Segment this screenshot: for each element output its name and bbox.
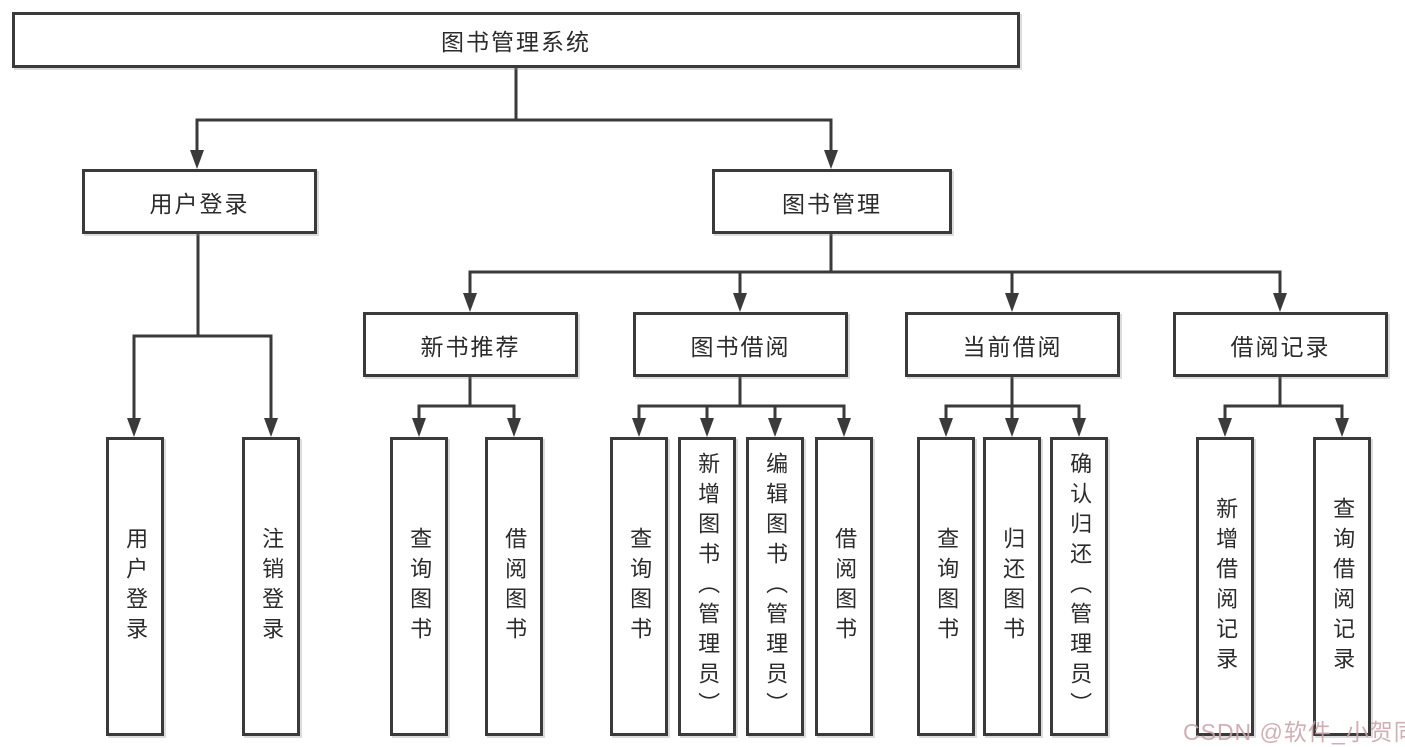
arrow-down-icon — [1005, 418, 1019, 437]
arrow-down-icon — [1072, 418, 1086, 437]
node-label: 归还图书 — [1000, 526, 1026, 647]
arrow-down-icon — [939, 418, 953, 437]
node-label: 查询借阅记录 — [1330, 496, 1356, 677]
node-label: 查询图书 — [934, 526, 960, 647]
node-leaf-query-borrow-record: 查询借阅记录 — [1313, 437, 1371, 736]
node-label: 图书管理 — [782, 190, 882, 217]
node-label: 用户登录 — [123, 526, 149, 647]
arrow-down-icon — [1335, 418, 1349, 437]
node-book-borrowing: 图书借阅 — [633, 312, 848, 377]
node-label: 新增图书（管理员） — [695, 451, 721, 722]
node-label: 编辑图书（管理员） — [763, 451, 789, 722]
arrow-down-icon — [1218, 418, 1232, 437]
node-label: 借阅记录 — [1230, 333, 1331, 360]
arrow-down-icon — [768, 418, 782, 437]
node-leaf-logout: 注销登录 — [242, 437, 300, 736]
arrow-down-icon — [700, 418, 714, 437]
node-new-book-recommendation: 新书推荐 — [363, 312, 578, 377]
node-label: 新书推荐 — [420, 333, 521, 360]
node-label: 查询图书 — [627, 526, 653, 647]
node-label: 注销登录 — [259, 526, 285, 647]
node-leaf-return-books: 归还图书 — [983, 437, 1041, 736]
node-borrowing-records: 借阅记录 — [1173, 312, 1388, 377]
connector-root-to-level2 — [190, 66, 838, 169]
arrow-down-icon — [412, 418, 426, 437]
connector-user-login-children — [127, 232, 278, 437]
arrow-down-icon — [507, 418, 521, 437]
node-user-login: 用户登录 — [82, 169, 317, 234]
node-book-management: 图书管理 — [712, 169, 952, 234]
arrow-down-icon — [1005, 293, 1019, 312]
node-leaf-add-borrow-record: 新增借阅记录 — [1196, 437, 1254, 736]
connector-book-borrow-children — [632, 375, 851, 437]
node-label: 确认归还（管理员） — [1067, 451, 1093, 722]
node-leaf-query-books-recommend: 查询图书 — [390, 437, 448, 736]
node-leaf-borrow-books: 借阅图书 — [815, 437, 873, 736]
node-leaf-confirm-return-admin: 确认归还（管理员） — [1050, 437, 1108, 736]
arrow-down-icon — [127, 418, 141, 437]
connector-new-book-children — [412, 375, 521, 437]
arrow-down-icon — [837, 418, 851, 437]
node-label: 当前借阅 — [962, 333, 1063, 360]
arrow-down-icon — [824, 150, 838, 169]
node-label: 图书管理系统 — [441, 29, 591, 55]
node-library-management-system: 图书管理系统 — [12, 12, 1020, 68]
arrow-down-icon — [190, 150, 204, 169]
node-leaf-query-books-borrow: 查询图书 — [610, 437, 668, 736]
node-label: 新增借阅记录 — [1213, 496, 1239, 677]
node-label: 图书借阅 — [690, 333, 791, 360]
node-leaf-borrow-books-recommend: 借阅图书 — [485, 437, 543, 736]
arrow-down-icon — [463, 293, 477, 312]
node-label: 借阅图书 — [502, 526, 528, 647]
connector-current-borrow-children — [939, 375, 1086, 437]
node-leaf-edit-books-admin: 编辑图书（管理员） — [746, 437, 804, 736]
node-leaf-add-books-admin: 新增图书（管理员） — [678, 437, 736, 736]
node-label: 查询图书 — [407, 526, 433, 647]
node-leaf-query-books-current: 查询图书 — [917, 437, 975, 736]
node-label: 用户登录 — [149, 190, 250, 217]
node-leaf-user-login: 用户登录 — [106, 437, 164, 736]
node-current-borrowing: 当前借阅 — [905, 312, 1120, 377]
node-label: 借阅图书 — [832, 526, 858, 647]
arrow-down-icon — [632, 418, 646, 437]
arrow-down-icon — [1273, 293, 1287, 312]
csdn-watermark: CSDN @软件_小贺同学 — [1183, 719, 1405, 745]
arrow-down-icon — [264, 418, 278, 437]
connector-borrow-records-children — [1218, 375, 1349, 437]
arrow-down-icon — [733, 293, 747, 312]
connector-book-management-children — [463, 232, 1287, 312]
